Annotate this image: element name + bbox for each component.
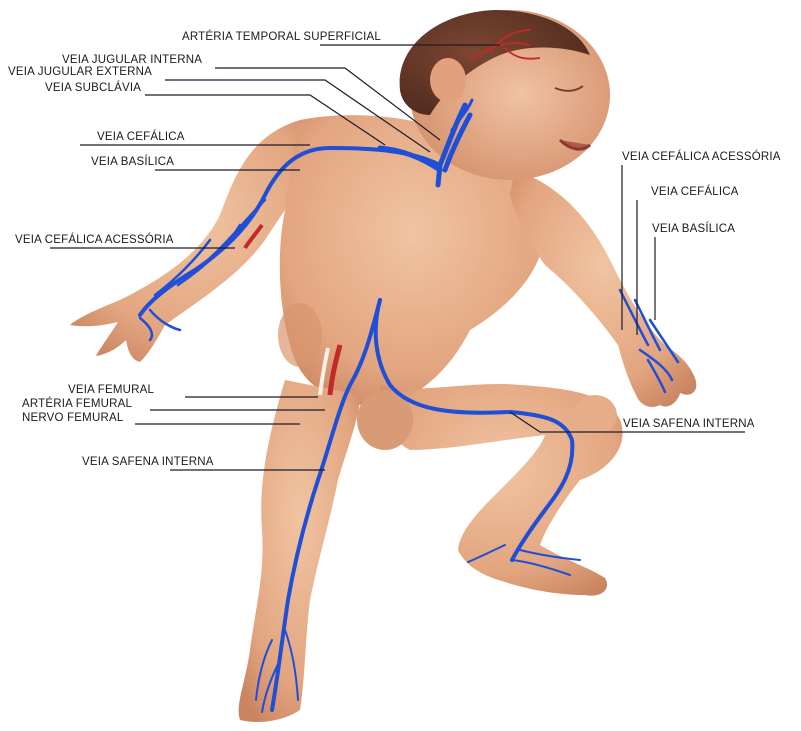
label-nervo-femural: NERVO FEMURAL [22, 412, 123, 425]
hip-shade [278, 303, 322, 367]
label-veia-jugular-externa: VEIA JUGULAR EXTERNA [8, 66, 152, 79]
label-arteria-temporal-superficial: ARTÉRIA TEMPORAL SUPERFICIAL [182, 31, 381, 44]
label-veia-safena-interna-right: VEIA SAFENA INTERNA [623, 418, 755, 431]
label-veia-cefalica-left: VEIA CEFÁLICA [97, 131, 185, 144]
label-veia-cefalica-acessoria-left: VEIA CEFÁLICA ACESSÓRIA [15, 234, 174, 247]
body [70, 115, 696, 722]
label-veia-basilica-left: VEIA BASÍLICA [91, 156, 174, 169]
label-veia-femural: VEIA FEMURAL [68, 384, 154, 397]
label-veia-cefalica-right: VEIA CEFÁLICA [651, 186, 739, 199]
label-veia-subclavia: VEIA SUBCLÁVIA [45, 82, 141, 95]
label-arteria-femural: ARTÉRIA FEMURAL [22, 398, 132, 411]
ear [430, 58, 466, 102]
label-veia-cefalica-acessoria-right: VEIA CEFÁLICA ACESSÓRIA [622, 151, 781, 164]
label-veia-basilica-right: VEIA BASÍLICA [652, 223, 735, 236]
label-veia-safena-interna-left: VEIA SAFENA INTERNA [82, 456, 214, 469]
knee-shade [573, 395, 617, 435]
right-arm [510, 170, 696, 407]
